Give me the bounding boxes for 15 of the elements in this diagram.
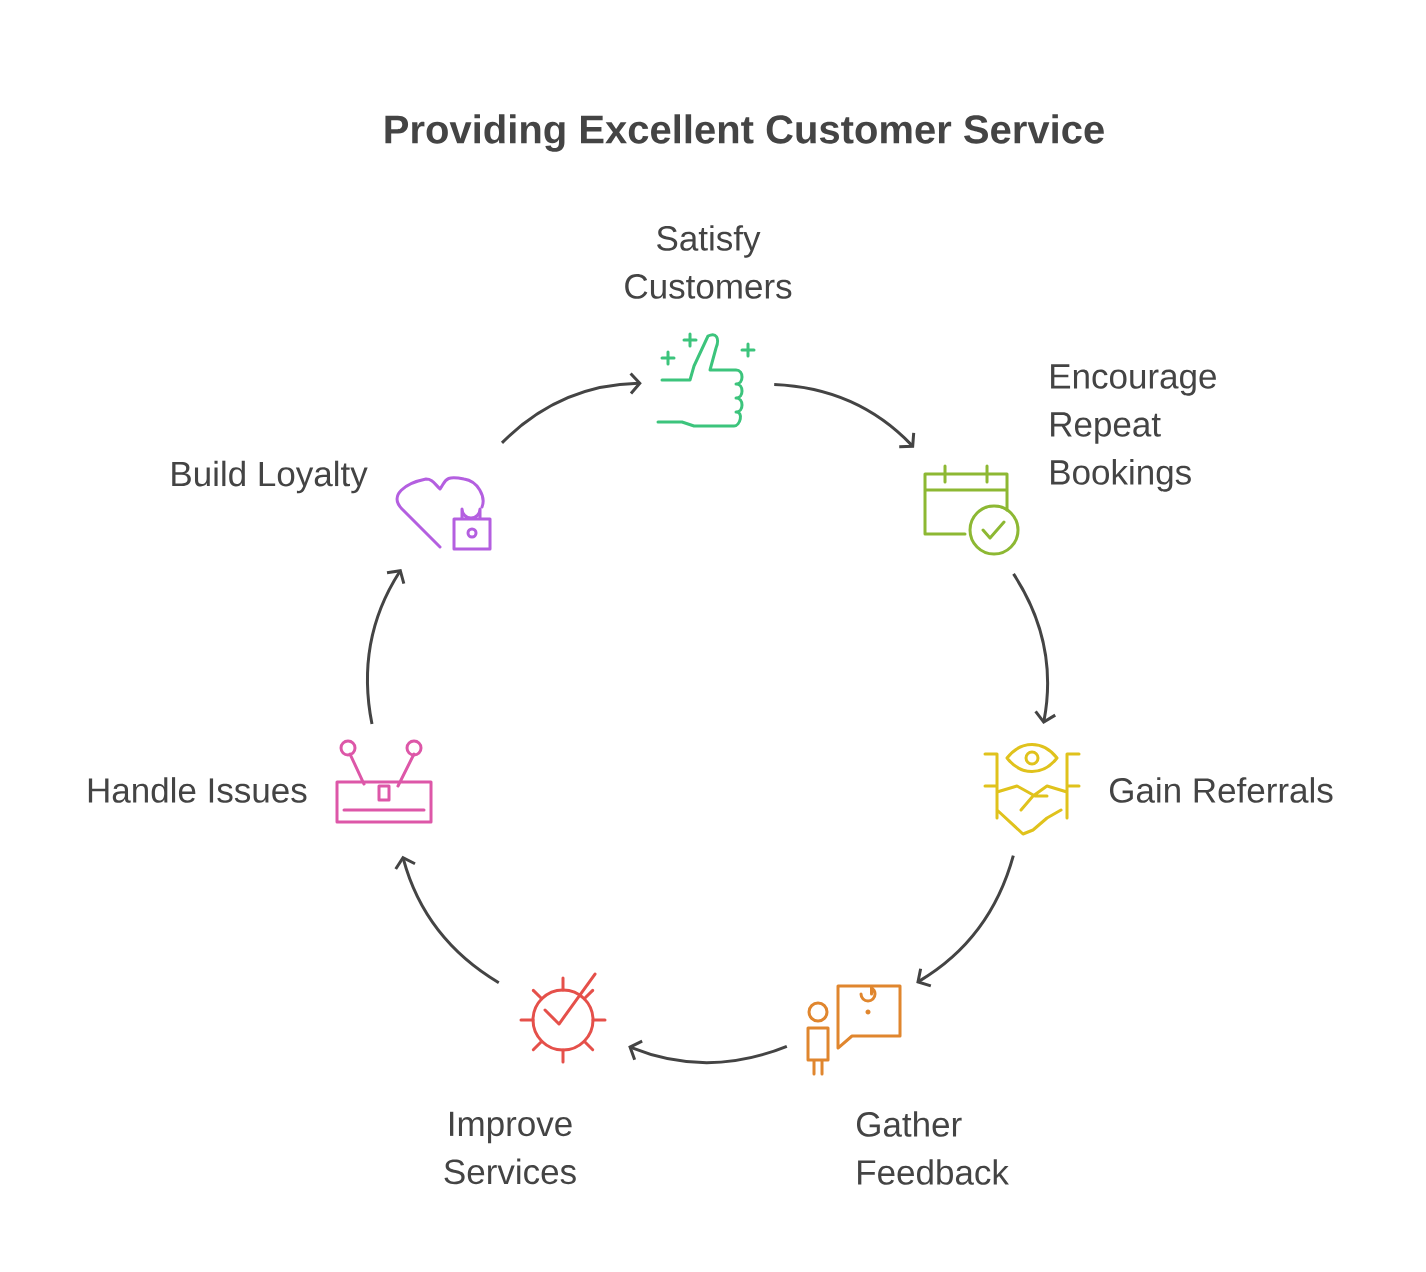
arrow	[394, 855, 500, 984]
step-label: Build Loyalty	[172, 460, 368, 494]
step-label: Gain Referrals	[1109, 777, 1333, 803]
step-label: Handle Issues	[88, 777, 307, 803]
title: Providing Excellent Customer Service	[385, 114, 1104, 152]
step-label: Improve Services	[444, 1111, 576, 1185]
arrow	[628, 1039, 788, 1065]
arrow	[916, 855, 1015, 988]
arrow	[365, 569, 406, 725]
arrow	[1012, 573, 1056, 725]
step-label: Satisfy Customers	[625, 225, 792, 299]
step-label: Encourage Repeat Bookings	[1051, 364, 1216, 492]
step-label: Gather Feedback	[856, 1111, 1009, 1185]
arrow	[774, 383, 916, 449]
arrow	[500, 372, 642, 444]
